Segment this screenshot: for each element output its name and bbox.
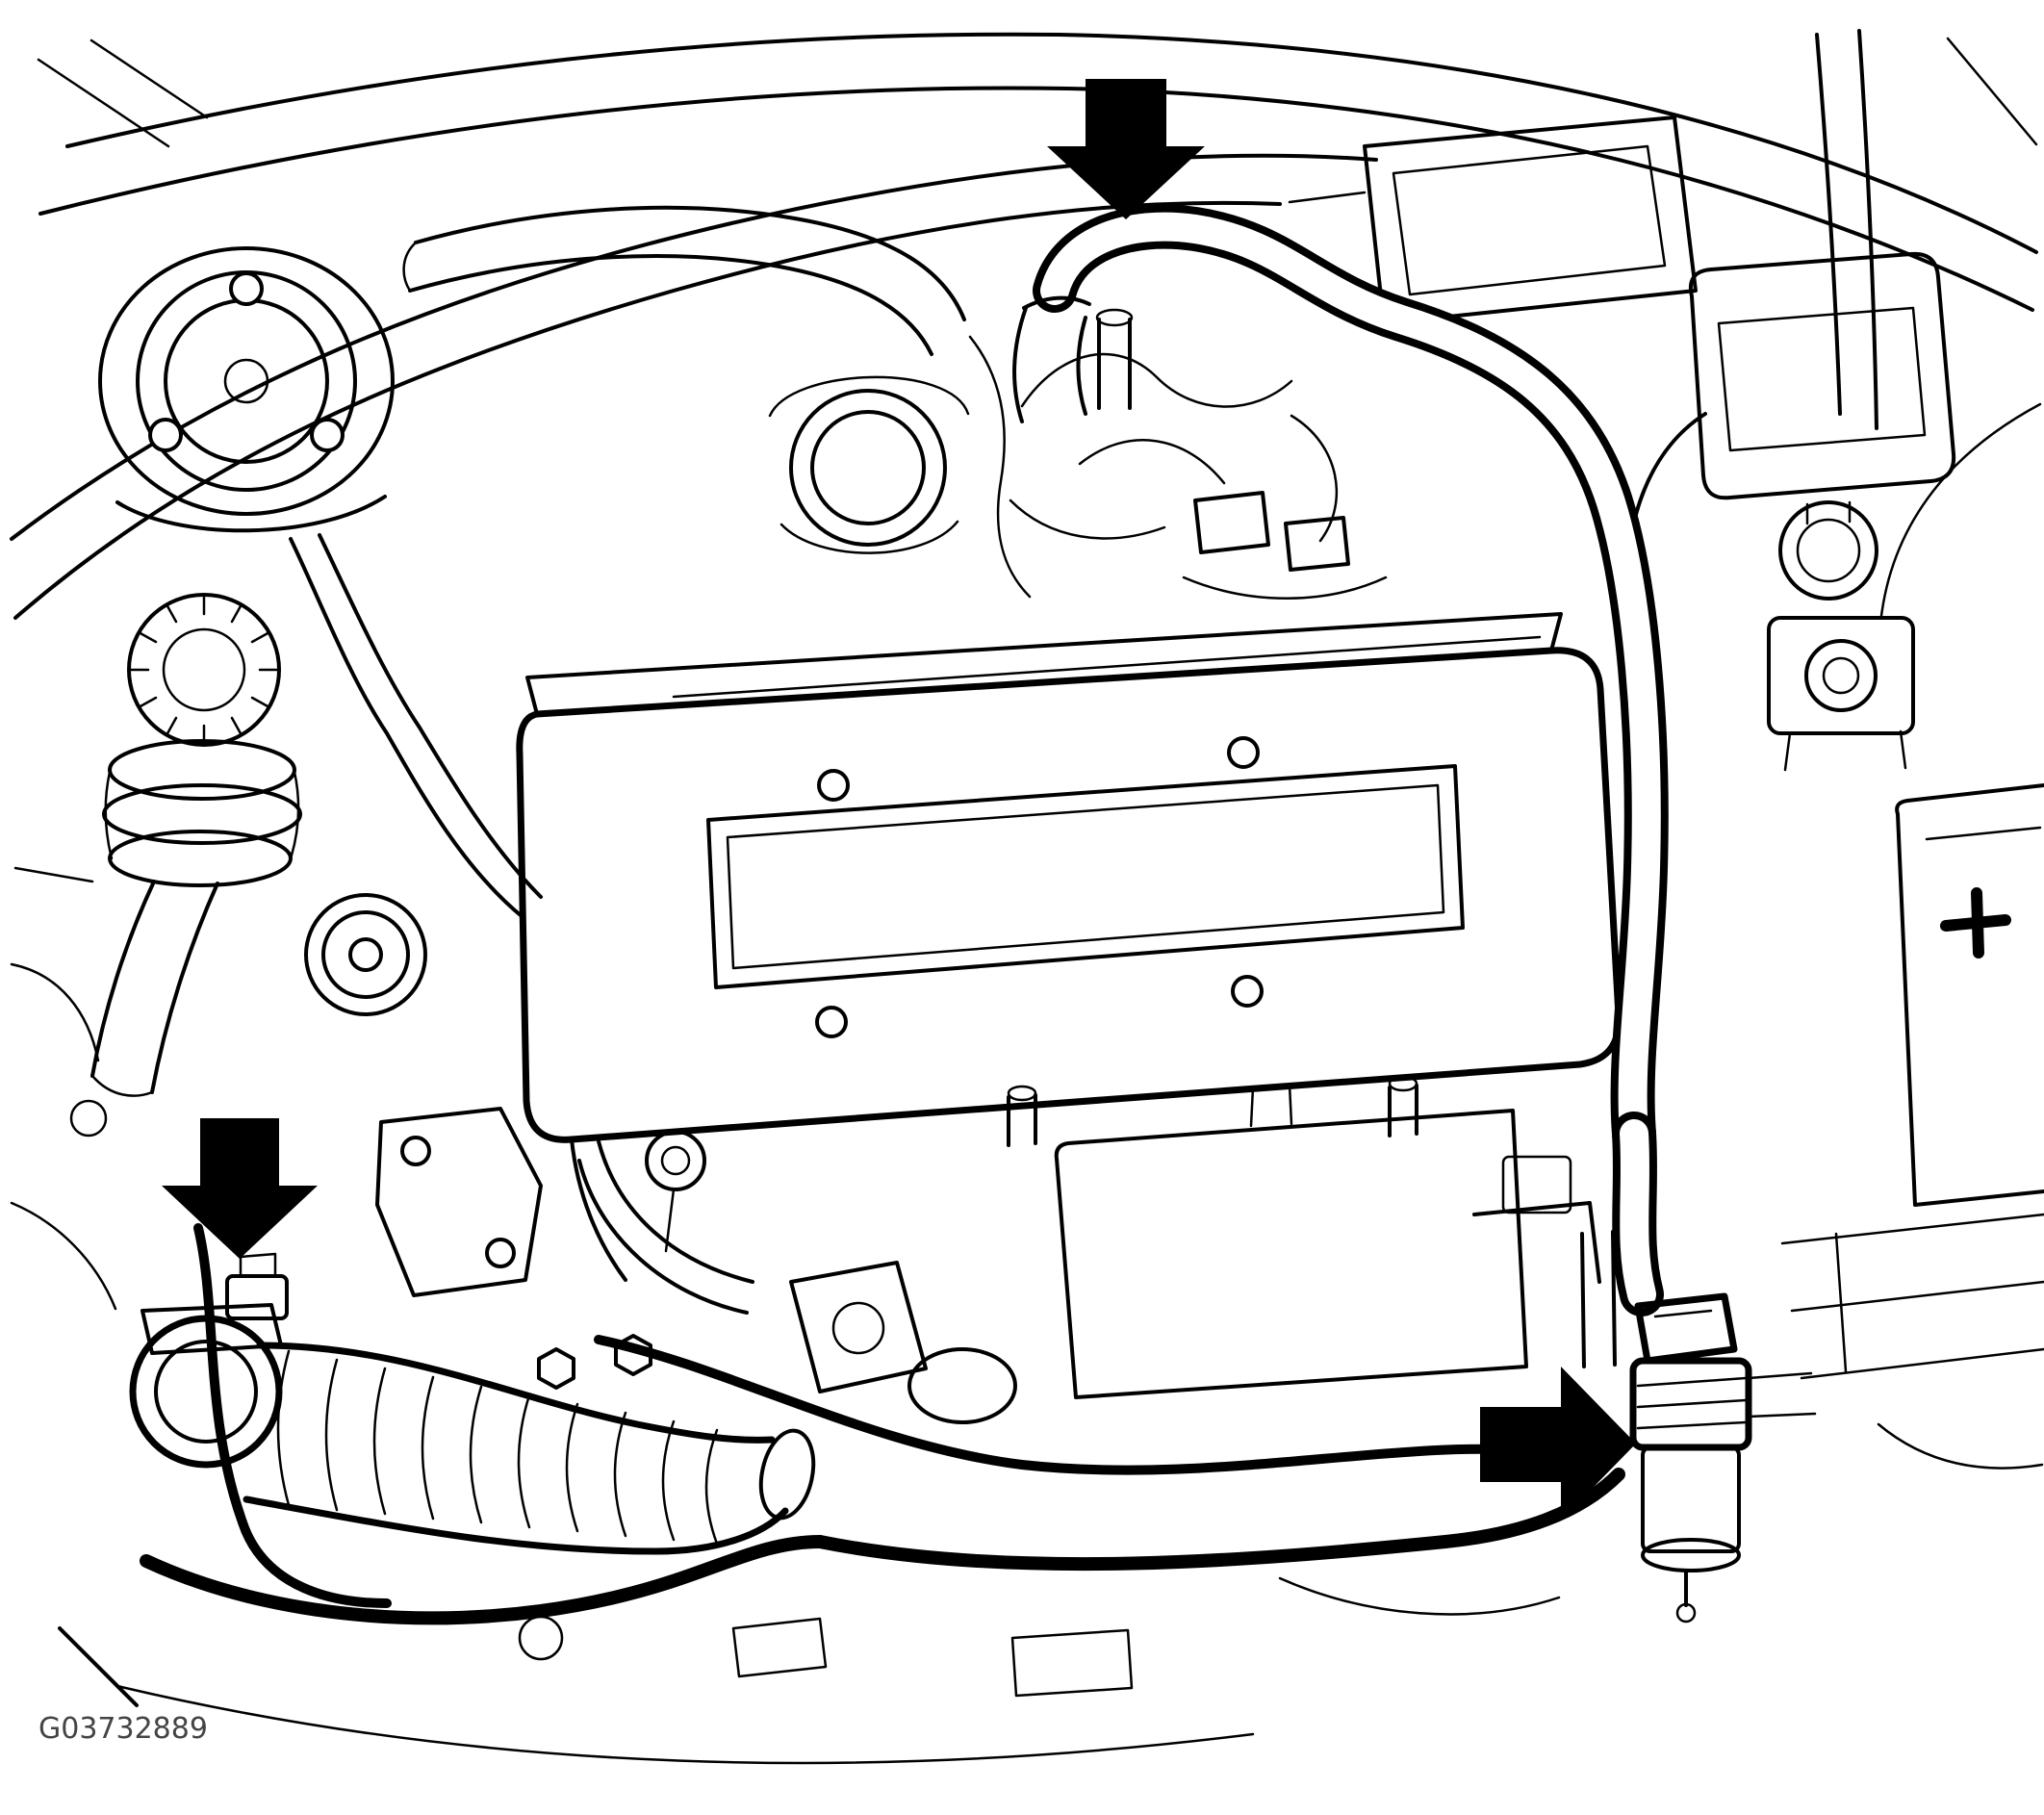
battery-plus-mark xyxy=(1940,887,2011,959)
intake-connector xyxy=(225,1274,289,1320)
intake-duct xyxy=(289,205,966,918)
oil-filler-cap xyxy=(768,375,970,554)
highlighted-hose xyxy=(1012,204,1669,1317)
battery xyxy=(1780,783,2044,1470)
air-intake-assembly xyxy=(129,1223,827,1625)
callout-arrow-top xyxy=(1047,79,1205,219)
hood-frame-lines xyxy=(10,29,2042,1311)
callout-arrow-left xyxy=(162,1118,318,1259)
callout-arrows xyxy=(162,79,1636,1521)
figure-id-label: G03732889 xyxy=(38,1712,208,1746)
callout-arrow-right xyxy=(1480,1367,1636,1521)
wiring-harness xyxy=(968,308,1388,600)
solenoid-valve xyxy=(1629,1292,1817,1623)
misc-underhood-lines xyxy=(58,1107,1625,1765)
valve-cover xyxy=(516,612,1622,1399)
coolant-tank xyxy=(1624,251,1956,772)
strut-tower xyxy=(98,246,395,533)
fluid-reservoir xyxy=(90,593,427,1097)
